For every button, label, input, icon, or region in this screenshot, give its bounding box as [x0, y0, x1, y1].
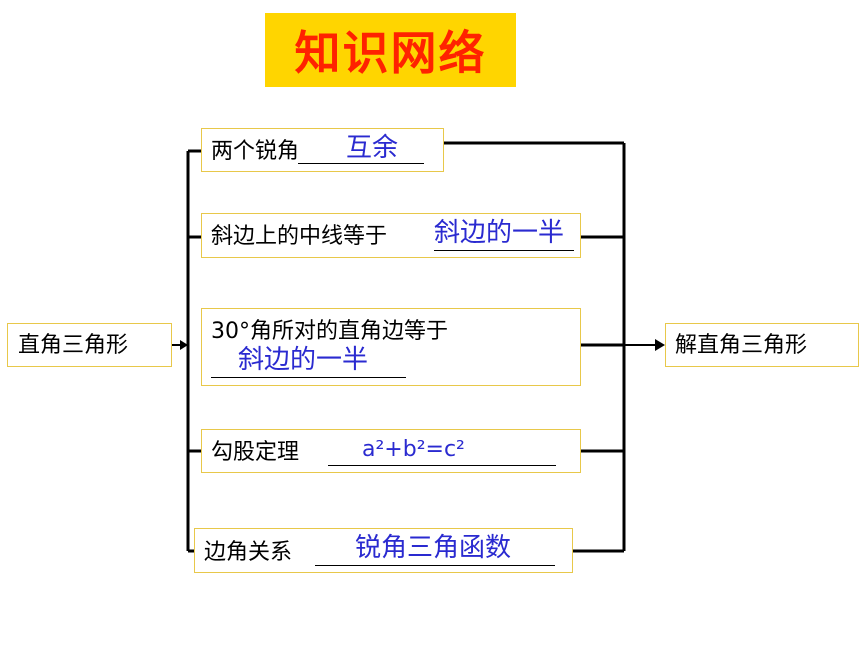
item-answer: a²+b²=c²: [362, 437, 465, 462]
item-box-3: 勾股定理 a²+b²=c²: [201, 429, 581, 473]
answer-underline: [434, 250, 574, 251]
item-answer: 互余: [346, 133, 399, 163]
item-prefix: 勾股定理: [211, 440, 300, 465]
left-node-label: 直角三角形: [18, 333, 129, 358]
left-node-box: 直角三角形: [7, 323, 172, 367]
item-box-1: 斜边上的中线等于 斜边的一半: [201, 213, 581, 258]
title-banner: 知识网络: [265, 13, 516, 87]
answer-underline: [315, 565, 555, 566]
item-answer: 斜边的一半: [434, 218, 565, 248]
item-prefix: 30°角所对的直角边等于: [211, 319, 448, 344]
item-answer: 锐角三角函数: [355, 533, 512, 563]
right-node-box: 解直角三角形: [665, 323, 859, 367]
item-box-0: 两个锐角 互余: [201, 128, 444, 172]
right-node-label: 解直角三角形: [675, 333, 808, 358]
item-prefix: 两个锐角: [211, 139, 300, 164]
item-prefix: 边角关系: [204, 540, 293, 565]
item-prefix: 斜边上的中线等于: [211, 224, 388, 249]
page-title: 知识网络: [294, 26, 487, 80]
answer-underline: [211, 377, 406, 378]
item-answer: 斜边的一半: [238, 345, 369, 375]
item-box-2: 30°角所对的直角边等于 斜边的一半: [201, 308, 581, 386]
answer-underline: [328, 465, 556, 466]
answer-underline: [298, 163, 424, 164]
item-box-4: 边角关系 锐角三角函数: [194, 528, 573, 573]
